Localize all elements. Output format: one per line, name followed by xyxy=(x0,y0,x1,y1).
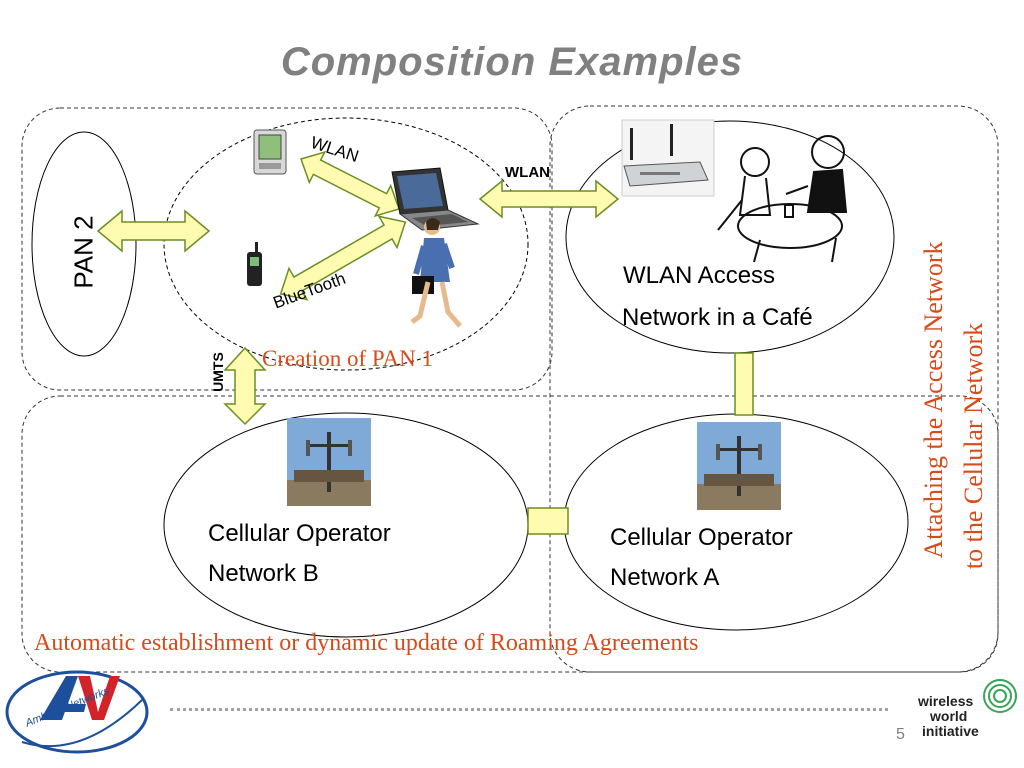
pda-icon xyxy=(253,129,287,175)
walking-woman-icon xyxy=(410,218,462,328)
cell-tower-b-icon xyxy=(287,418,371,506)
pan-link-arrow xyxy=(96,209,211,253)
wlan-link-label: WLAN xyxy=(505,164,550,181)
roaming-label: Automatic establishment or dynamic updat… xyxy=(34,630,699,656)
pan2-label: PAN 2 xyxy=(68,215,99,289)
wlan-access-label-line1: WLAN Access xyxy=(623,262,776,289)
wlan-access-label-line2: Network in a Café xyxy=(622,304,813,331)
attaching-label-line1: Attaching the Access Network xyxy=(919,241,948,559)
wwi-logo-text-line3: initiative xyxy=(922,723,979,739)
creation-pan1-label: Creation of PAN 1 xyxy=(262,346,434,371)
attaching-label-line2: to the Cellular Network xyxy=(959,322,988,570)
umts-label: UMTS xyxy=(210,352,226,392)
bluetooth-arrow xyxy=(279,215,407,301)
page-number: 5 xyxy=(896,726,905,743)
mobile-phone-icon xyxy=(247,242,262,286)
cellular-region-box xyxy=(21,395,999,673)
wwi-logo-text-line1: wireless xyxy=(918,693,974,709)
wwi-swirl-icon xyxy=(983,679,1017,713)
laptop-icon xyxy=(391,167,480,231)
pan-region-box xyxy=(21,107,553,391)
umts-arrow xyxy=(223,346,267,426)
cell-a-label-line1: Cellular Operator xyxy=(610,524,793,551)
pan2-ellipse xyxy=(31,131,137,357)
cell-b-label-line1: Cellular Operator xyxy=(208,520,391,547)
ambient-networks-logo xyxy=(5,670,149,754)
wwi-logo-text-line2: world xyxy=(930,708,968,724)
cell-a-label-line2: Network A xyxy=(610,564,720,591)
cafe-cell-a-connector xyxy=(734,352,754,416)
cell-b-label-line2: Network B xyxy=(208,560,319,587)
footer-divider xyxy=(170,708,888,711)
pan1-ellipse xyxy=(163,117,529,371)
cell-tower-a-icon xyxy=(697,422,781,510)
cafe-region-box xyxy=(549,105,999,673)
cafe-people-icon xyxy=(717,135,848,263)
cell-b-cell-a-connector xyxy=(527,507,569,535)
access-point-icon xyxy=(621,119,715,197)
wlan-link-arrow xyxy=(478,179,620,219)
slide-title: Composition Examples xyxy=(280,40,744,84)
